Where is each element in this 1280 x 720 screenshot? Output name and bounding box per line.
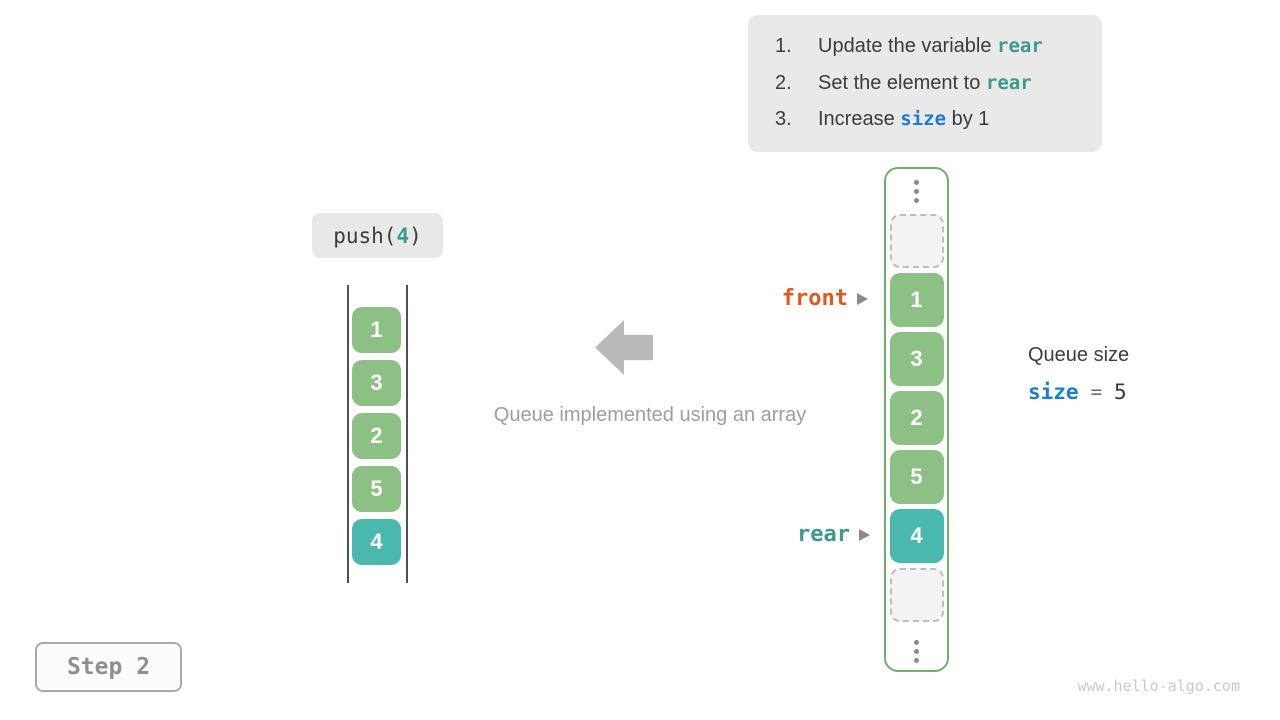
queue-element-rear: 4: [889, 509, 944, 563]
stack-wall-right: [406, 285, 408, 583]
code-token-rear: rear: [985, 71, 1032, 94]
stack-wall-left: [347, 285, 349, 583]
arrow-left-icon: [595, 320, 653, 375]
queue-element: 3: [889, 332, 944, 386]
code-token-size: size: [900, 108, 947, 130]
vertical-ellipsis-icon: [914, 180, 919, 203]
instruction-step-1: 1. Update the variable rear: [775, 28, 1102, 65]
stack-element: 3: [352, 360, 401, 406]
arrow-right-icon: [859, 528, 870, 541]
queue-size-value-row: size = 5: [1028, 380, 1127, 404]
step-text: Update the variable: [818, 35, 998, 57]
arrow-right-icon: [857, 292, 868, 305]
diagram-caption: Queue implemented using an array: [493, 404, 807, 426]
watermark: www.hello-algo.com: [1077, 677, 1240, 695]
rear-pointer: rear: [797, 522, 870, 547]
stack-element-highlighted: 4: [352, 519, 401, 565]
push-call-pre: push(: [333, 223, 397, 248]
push-call-post: ): [409, 223, 422, 248]
empty-slot: [889, 568, 944, 622]
left-stack: 1 3 2 5 4: [352, 307, 401, 565]
stack-element: 1: [352, 307, 401, 353]
equals-sign: =: [1090, 381, 1103, 403]
step-text: Set the element to: [818, 71, 986, 94]
queue-element: 5: [889, 450, 944, 504]
queue-element-front: 1: [889, 273, 944, 327]
size-value: 5: [1114, 380, 1127, 404]
size-variable: size: [1028, 380, 1079, 404]
stack-element: 2: [352, 413, 401, 459]
queue-element: 2: [889, 391, 944, 445]
code-token-rear: rear: [997, 35, 1043, 57]
queue-size-title: Queue size: [1028, 344, 1130, 366]
front-pointer-label: front: [781, 286, 848, 311]
instruction-step-2: 2. Set the element to rear: [775, 65, 1102, 102]
step-number: 1.: [775, 35, 792, 57]
push-call-argument: 4: [396, 223, 410, 248]
instruction-panel: 1. Update the variable rear 2. Set the e…: [748, 15, 1102, 152]
step-number: 2.: [775, 71, 792, 94]
vertical-ellipsis-icon: [914, 640, 919, 663]
rear-pointer-label: rear: [797, 522, 850, 547]
instruction-step-3: 3. Increase size by 1: [775, 101, 1102, 138]
step-badge: Step 2: [35, 642, 182, 692]
push-call-badge: push(4): [312, 213, 443, 258]
stack-element: 5: [352, 466, 401, 512]
queue-array-container: 1 3 2 5 4: [884, 167, 949, 672]
step-number: 3.: [775, 108, 792, 130]
front-pointer: front: [782, 286, 868, 311]
step-text-post: by 1: [946, 108, 990, 130]
empty-slot: [889, 214, 944, 268]
step-text: Increase: [818, 108, 901, 130]
